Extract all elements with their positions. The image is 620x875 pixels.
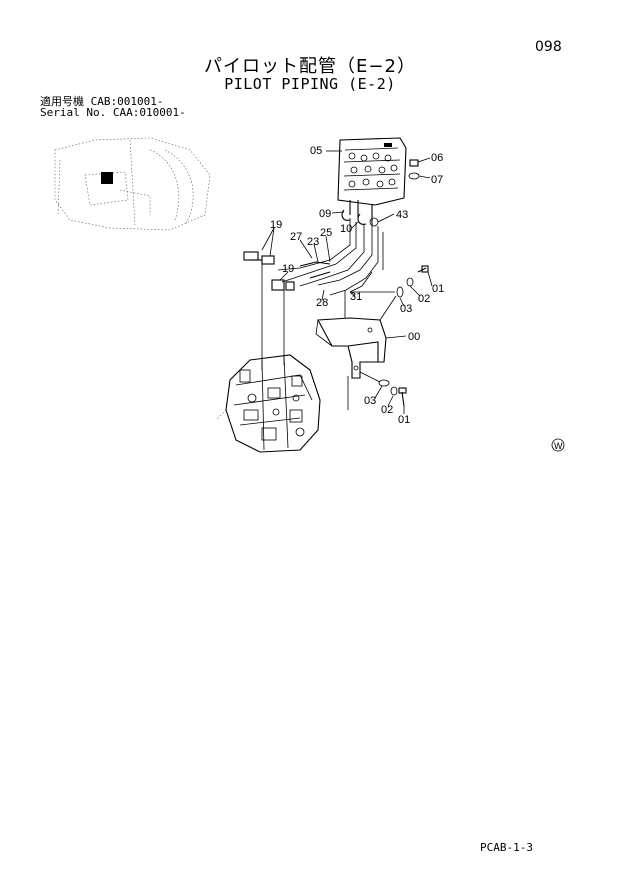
callout-05: 05 [310, 145, 322, 157]
callout-02-lower: 02 [381, 404, 393, 416]
callout-23: 23 [307, 236, 319, 248]
callout-03-lower: 03 [364, 395, 376, 407]
callout-28: 28 [316, 297, 328, 309]
serial-row-serial-no: Serial No. CAA:010001- [40, 107, 186, 118]
callout-19-upper: 19 [270, 219, 282, 231]
bracket-plate-00 [315, 290, 395, 379]
callout-02-upper: 02 [418, 293, 430, 305]
bolt-set-lower [347, 371, 407, 410]
serial-label-applicable: 適用号機 [40, 95, 84, 108]
callout-25: 25 [320, 227, 332, 239]
control-valve-assembly [215, 354, 321, 453]
location-inset [54, 137, 211, 231]
circled-w-symbol: W [551, 438, 565, 452]
page-title-japanese: パイロット配管（E−2） [204, 56, 416, 77]
pilot-hoses [277, 218, 384, 296]
serial-row-applicable: 適用号機 CAB:001001- [40, 96, 163, 107]
serial-value-caa: CAA:010001- [112, 106, 186, 119]
callout-06: 06 [431, 152, 443, 164]
leader-lines [261, 150, 433, 414]
callout-31: 31 [350, 291, 362, 303]
callout-03-upper: 03 [400, 303, 412, 315]
plug-06 [408, 159, 420, 180]
callout-09: 09 [319, 208, 331, 220]
symbol-letter: W [554, 441, 563, 451]
pilot-valve-block [337, 137, 407, 225]
location-marker [101, 172, 113, 184]
hose-connectors [243, 251, 331, 370]
callout-00: 00 [408, 331, 420, 343]
callout-27: 27 [290, 231, 302, 243]
callout-01-upper: 01 [432, 283, 444, 295]
callout-01-lower: 01 [398, 414, 410, 426]
callout-07: 07 [431, 174, 443, 186]
page-number: 098 [535, 39, 562, 55]
serial-value-cab: CAB:001001- [90, 95, 164, 108]
footer-page-code: PCAB-1-3 [480, 841, 533, 854]
serial-label-serial-no: Serial No. [40, 106, 107, 119]
callout-43: 43 [396, 209, 408, 221]
page-title-english: PILOT PIPING (E-2) [224, 75, 396, 93]
bolt-set-upper [379, 265, 429, 321]
callout-19-lower: 19 [282, 263, 294, 275]
callout-10: 10 [340, 223, 352, 235]
callout-labels: 05 06 07 09 10 43 19 27 25 23 19 28 31 0… [270, 145, 444, 426]
